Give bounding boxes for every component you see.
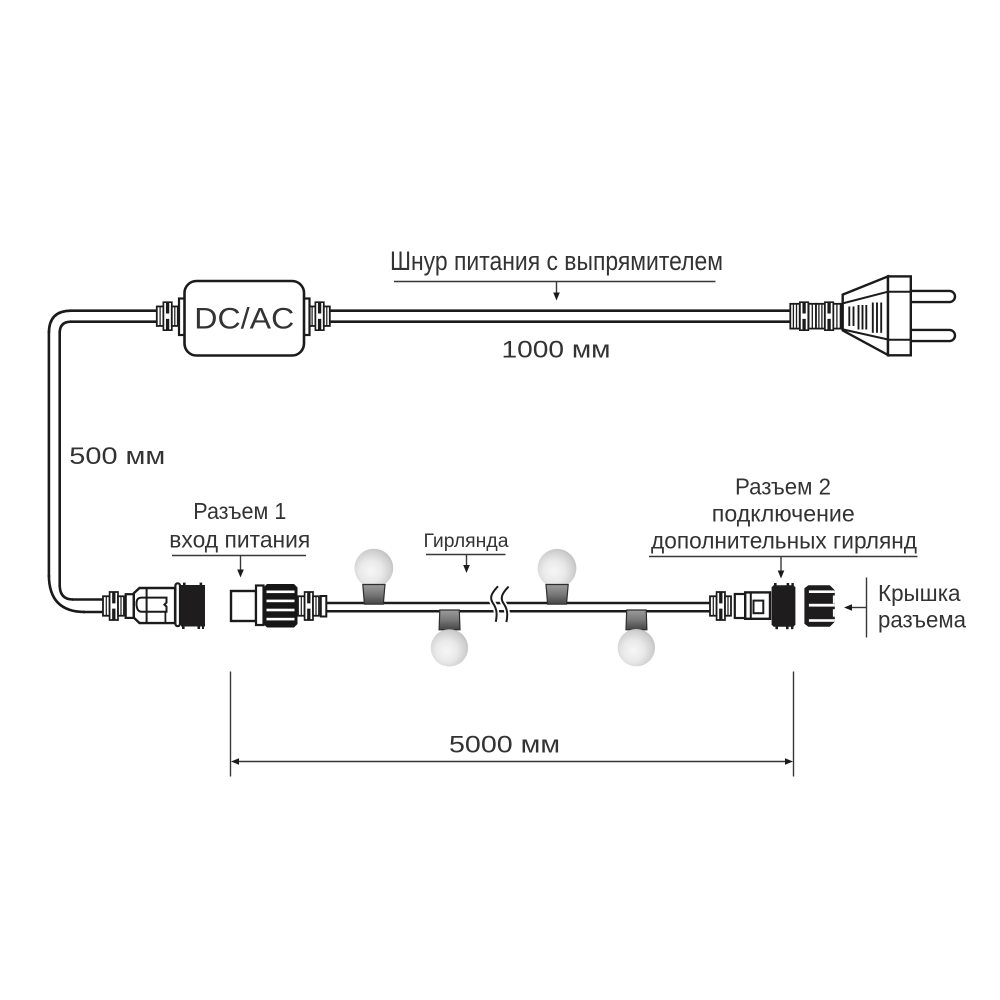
svg-text:Гирлянда: Гирлянда: [424, 531, 509, 552]
svg-text:5000 мм: 5000 мм: [449, 731, 560, 758]
svg-text:1000 мм: 1000 мм: [502, 336, 611, 363]
svg-text:Крышка: Крышка: [878, 580, 961, 606]
svg-text:Шнур питания с выпрямителем: Шнур питания с выпрямителем: [390, 246, 723, 276]
svg-text:500 мм: 500 мм: [69, 443, 165, 470]
svg-text:подключение: подключение: [712, 500, 855, 526]
svg-text:DC/AC: DC/AC: [194, 302, 294, 335]
svg-text:Разъем 2: Разъем 2: [735, 473, 831, 499]
svg-text:вход питания: вход питания: [169, 527, 310, 553]
svg-text:дополнительных гирлянд: дополнительных гирлянд: [651, 527, 918, 553]
svg-text:разъема: разъема: [878, 606, 966, 632]
svg-text:Разъем 1: Разъем 1: [193, 498, 286, 524]
